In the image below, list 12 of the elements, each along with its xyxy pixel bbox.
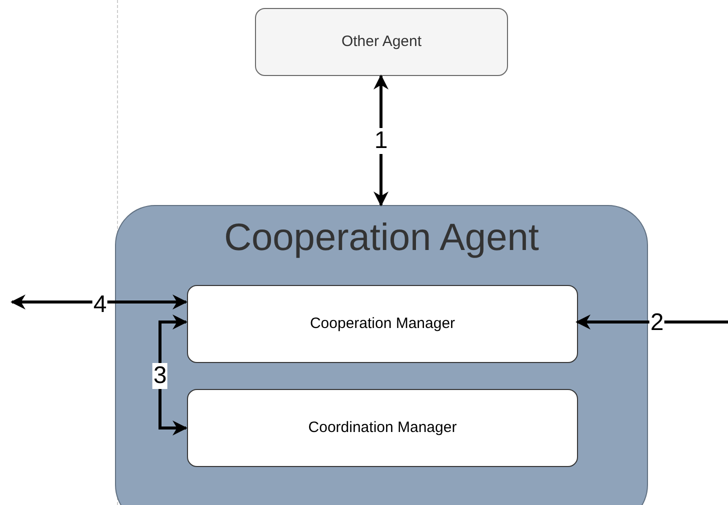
agent-container [115, 205, 648, 505]
edge-label: 3 [152, 363, 168, 389]
arrow [10, 294, 188, 310]
agent-name: Other Agent [341, 32, 422, 52]
manager-box [187, 389, 578, 467]
agent-box [255, 8, 508, 76]
manager-name: Cooperation Manager [310, 314, 456, 334]
arrow [576, 314, 728, 330]
edge-label: 1 [373, 128, 389, 154]
manager-box [187, 285, 578, 363]
manager-name: Coordination Manager [308, 418, 457, 438]
agent-title: Cooperation Agent [224, 216, 539, 261]
